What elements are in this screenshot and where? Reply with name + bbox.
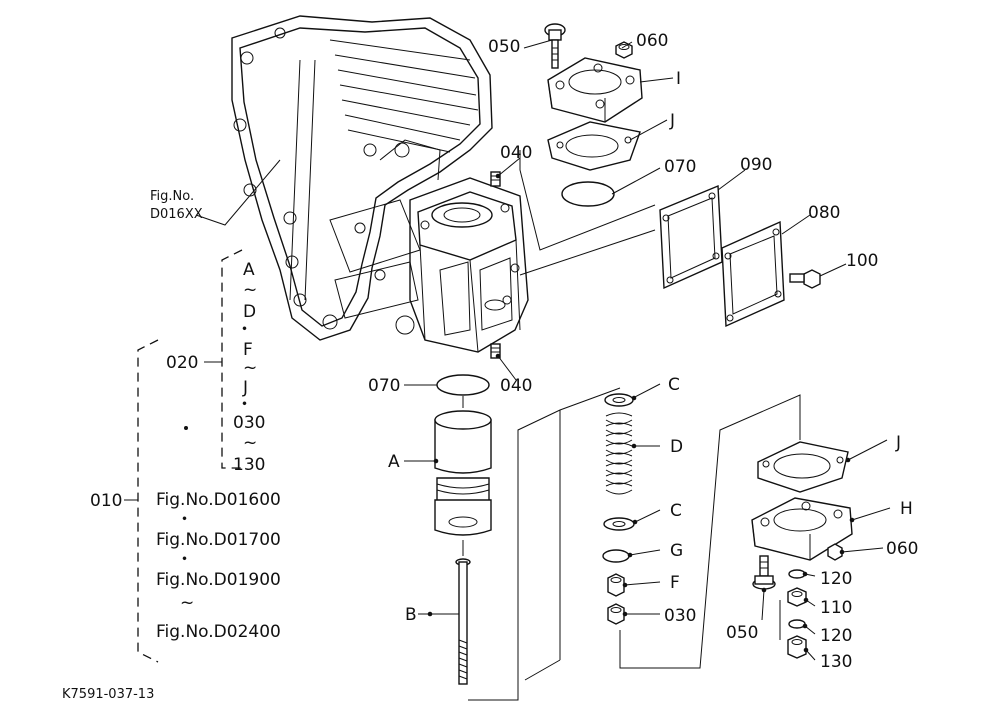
gasket-090 [659,184,723,290]
assembly-lines [462,150,801,701]
callout-050-bottom: 050 [726,623,758,643]
transmission-case-drawing [231,15,493,341]
callout-B: B [405,605,417,625]
callout-G: G [670,541,683,561]
nut-060-top [615,41,633,59]
callout-090: 090 [740,155,772,175]
bracket-inner-item: D [243,302,256,322]
screw-040-top [490,171,501,187]
callout-J-top: J [669,111,675,131]
bracket-inner-item: A [243,260,255,280]
nut-F [607,573,625,597]
snap-ring-G [602,549,630,563]
callout-060-right: 060 [886,539,918,559]
callout-070-top: 070 [664,157,696,177]
bracket-inner-item: ~ [243,358,257,378]
callout-030: 030 [664,606,696,626]
bracket-inner-item: F [243,340,253,360]
cover-H [751,497,853,561]
callout-070-mid: 070 [368,376,400,396]
valve-housing-drawing [409,177,529,353]
callout-120-b: 120 [820,626,852,646]
bracket-inner-item: 130 [233,455,265,475]
bolt-B [455,558,471,685]
fig-ref-code: D016XX [150,207,203,222]
callout-D: D [670,437,683,457]
callout-A: A [388,452,400,472]
spring-D [605,412,633,495]
callout-040-top: 040 [500,143,532,163]
bracket-inner-item: ~ [243,280,257,300]
bracket-outer-item: ・ [176,510,193,530]
gasket-J-top [547,121,641,171]
bracket-inner-item: ・ [236,320,253,340]
bracket-outer-item: Fig.No.D01700 [156,530,281,550]
callout-020: 020 [166,353,198,373]
callout-040-mid: 040 [500,376,532,396]
bracket-outer-item: Fig.No.D01900 [156,570,281,590]
nut-030 [607,603,625,625]
callout-120-a: 120 [820,569,852,589]
gasket-J-right [757,441,849,493]
callout-100: 100 [846,251,878,271]
bracket-dot [184,426,188,430]
bracket-inner-item: ~ [243,433,257,453]
bracket-020 [204,249,243,469]
callout-H: H [900,499,913,519]
o-ring-120-a [788,569,806,579]
washer-C-top [604,393,634,407]
bracket-010 [124,339,159,663]
callout-F: F [670,573,680,593]
callout-C-top: C [668,375,680,395]
callout-060-top: 060 [636,31,668,51]
bracket-outer-item: Fig.No.D01600 [156,490,281,510]
cover-I [547,57,643,123]
bolt-100 [789,269,821,289]
bracket-outer-item: ・ [176,550,193,570]
bracket-outer-item: ~ [180,593,194,613]
bracket-outer-item: Fig.No.D02400 [156,622,281,642]
leader-lines [195,39,891,661]
bracket-inner-item: 030 [233,413,265,433]
callout-110: 110 [820,598,852,618]
o-ring-070-top [561,181,615,207]
nut-130 [787,635,807,659]
bracket-inner-list: A ~ D ・ F ~ J ・ 030 ~ 130 [233,260,265,475]
callout-050-top: 050 [488,37,520,57]
o-ring-070-mid [436,374,490,396]
bracket-inner-item: J [242,378,248,398]
nut-110 [787,587,807,607]
piston-A [434,410,492,536]
callout-C-bottom: C [670,501,682,521]
fig-ref: Fig.No. D016XX [150,189,203,222]
fig-ref-label: Fig.No. [150,189,194,204]
callout-labels: 050 060 I J 040 070 090 080 100 020 010 … [90,31,918,672]
bracket-inner-item: ・ [236,395,253,415]
footer-drawing-code: K7591-037-13 [62,687,154,702]
leader-dots [427,173,855,653]
screw-040-bottom [490,343,501,359]
callout-010: 010 [90,491,122,511]
callout-080: 080 [808,203,840,223]
callout-I: I [676,69,681,89]
bracket-outer-list: Fig.No.D01600 ・ Fig.No.D01700 ・ Fig.No.D… [156,490,281,642]
cover-080 [721,220,785,328]
o-ring-120-b [788,619,806,629]
callout-J-right: J [895,433,901,453]
nut-060-right [827,543,843,561]
washer-C-bottom [603,517,635,531]
callout-130: 130 [820,652,852,672]
bolt-050-top [544,23,566,69]
bolt-050-bottom [752,555,776,590]
